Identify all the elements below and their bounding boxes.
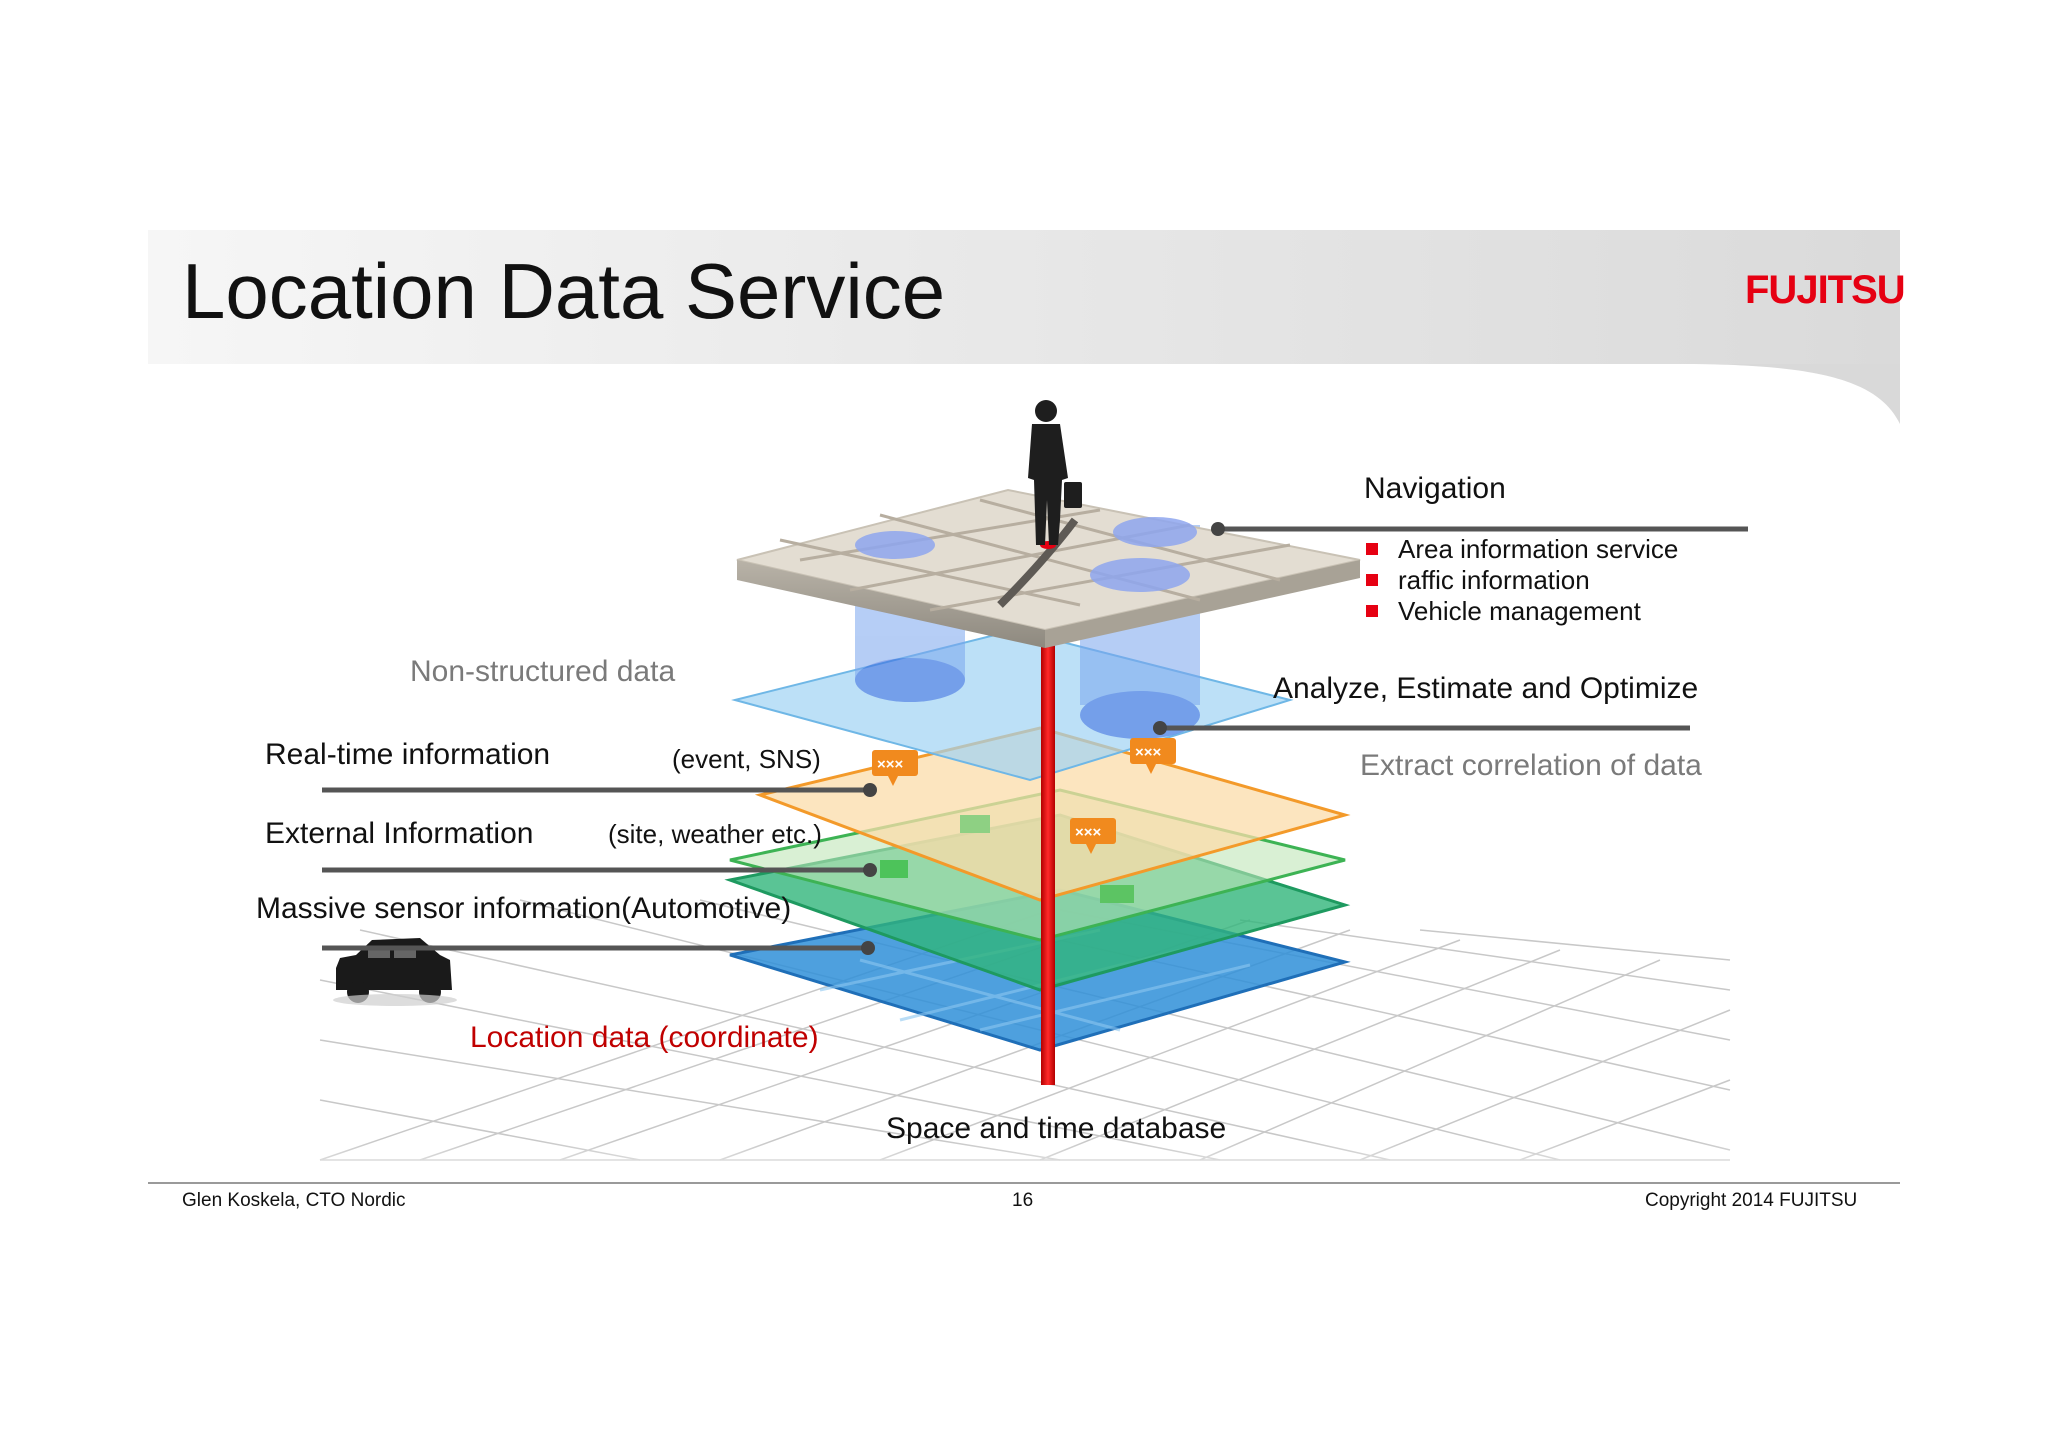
- marker-pins: [872, 738, 1176, 854]
- bullet-square-icon: [1366, 605, 1378, 618]
- realtime-label: Real-time information: [265, 738, 551, 771]
- marker-label: ×××: [1135, 744, 1162, 761]
- fujitsu-logo: FUJITSU: [1745, 268, 1906, 312]
- massive-sensor-label: Massive sensor information(Automotive): [256, 892, 792, 925]
- leader-lines: [322, 526, 1748, 951]
- analyze-label: Analyze, Estimate and Optimize: [1273, 672, 1699, 705]
- layer-navigation-map: [736, 488, 1361, 648]
- navigation-label: Navigation: [1364, 472, 1506, 505]
- realtime-note: (event, SNS): [672, 744, 821, 774]
- list-item-label: Vehicle management: [1398, 596, 1641, 626]
- list-item-label: raffic information: [1398, 565, 1590, 595]
- non-structured-label: Non-structured data: [410, 655, 676, 688]
- extract-label: Extract correlation of data: [1360, 749, 1702, 782]
- bullet-square-icon: [1366, 543, 1378, 556]
- location-pole: [1041, 630, 1055, 1085]
- footer-copyright: Copyright 2014 FUJITSU: [1645, 1190, 1858, 1211]
- marker-label: ×××: [1075, 824, 1102, 841]
- navigation-list: Area information service raffic informat…: [1366, 534, 1678, 627]
- database-label: Space and time database: [886, 1112, 1227, 1145]
- title-bar: [148, 230, 1900, 364]
- footer-divider: [148, 1182, 1900, 1184]
- bullet-square-icon: [1366, 574, 1378, 587]
- list-item-label: Area information service: [1398, 534, 1679, 564]
- location-data-label: Location data (coordinate): [470, 1021, 819, 1054]
- marker-label: ×××: [877, 756, 904, 773]
- page-number: 16: [1012, 1190, 1034, 1211]
- list-item: Area information service: [1366, 534, 1678, 565]
- list-item: raffic information: [1366, 565, 1678, 596]
- leader-dots: [861, 522, 1225, 955]
- list-item: Vehicle management: [1366, 596, 1678, 627]
- external-note: (site, weather etc.): [608, 819, 822, 849]
- title-bar-curve: [1680, 364, 1900, 424]
- footer-author: Glen Koskela, CTO Nordic: [182, 1190, 406, 1211]
- external-label: External Information: [265, 817, 534, 850]
- slide-title: Location Data Service: [182, 247, 946, 335]
- person-icon: [1028, 400, 1082, 545]
